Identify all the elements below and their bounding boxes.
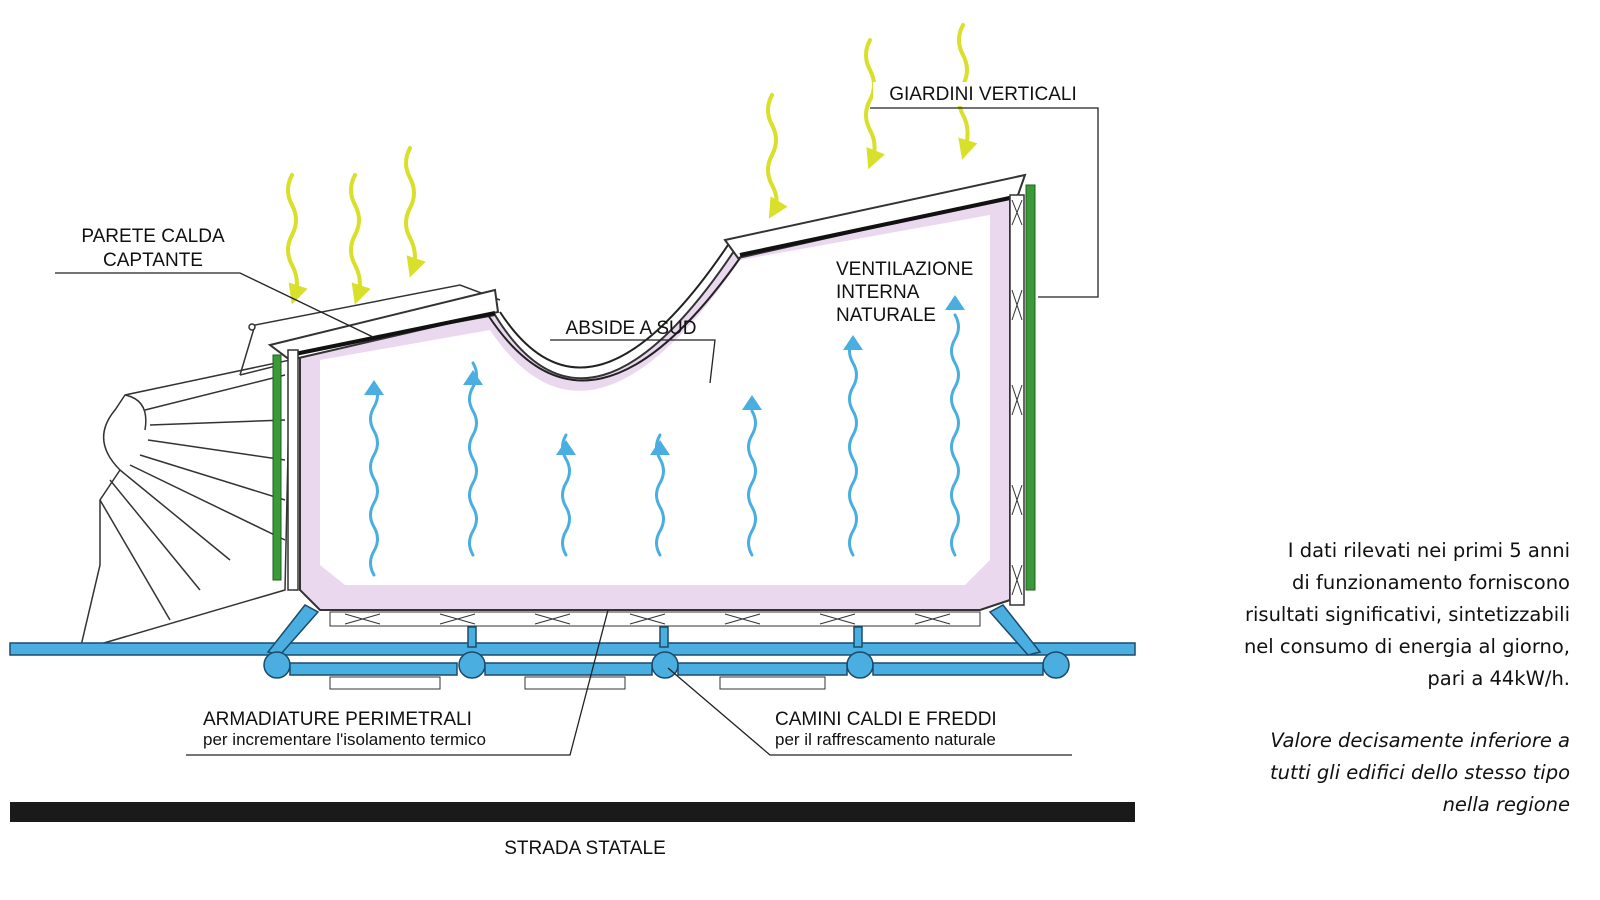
note-line: nella regione — [1442, 793, 1570, 816]
wavy-down-arrow-icon — [864, 38, 885, 170]
staircase-structure — [78, 284, 501, 652]
label-camini-title: CAMINI CALDI E FREDDI — [775, 709, 997, 730]
label-strada-statale: STRADA STATALE — [504, 838, 666, 859]
apse-outline — [499, 244, 729, 369]
label-giardini-verticali: GIARDINI VERTICALI — [889, 84, 1077, 105]
bioclimatic-building-section-diagram: PARETE CALDA CAPTANTE GIARDINI VERTICALI… — [9, 23, 1136, 859]
label-camini-subtitle: per il raffrescamento naturale — [775, 730, 996, 749]
air-arrowheads — [364, 295, 965, 455]
label-ventilazione-line2: INTERNA — [836, 282, 920, 303]
wavy-down-arrow-icon — [404, 146, 426, 278]
label-armadiature-title: ARMADIATURE PERIMETRALI — [203, 709, 472, 730]
description-line: nel consumo di energia al giorno, — [1243, 635, 1570, 658]
side-description: I dati rilevati nei primi 5 anni di funz… — [1170, 535, 1570, 821]
description-line: pari a 44kW/h. — [1427, 667, 1570, 690]
air-flows — [369, 313, 960, 577]
left-roof — [267, 288, 500, 362]
label-abside-a-sud: ABSIDE A SUD — [566, 318, 697, 339]
wavy-down-arrow-icon — [286, 173, 308, 305]
label-armadiature-subtitle: per incrementare l'isolamento termico — [203, 730, 486, 749]
wavy-up-arrow-icon — [561, 433, 571, 557]
italic-note: Valore decisamente inferiore a tutti gli… — [1170, 725, 1570, 821]
label-parete-line1: PARETE CALDA — [81, 226, 225, 247]
label-ventilazione-line1: VENTILAZIONE — [836, 259, 973, 280]
foundation-blocks — [329, 676, 826, 690]
wavy-up-arrow-icon — [655, 433, 665, 557]
wavy-up-arrow-icon — [950, 313, 960, 557]
wavy-down-arrow-icon — [766, 93, 788, 219]
description-line: risultati significativi, sintetizzabili — [1244, 603, 1570, 626]
floor-ventilation-grilles — [329, 611, 981, 627]
left-wall — [272, 349, 299, 591]
note-line: tutti gli edifici dello stesso tipo — [1269, 761, 1570, 784]
right-wall-vertical-garden — [1009, 184, 1036, 606]
state-road-bar — [10, 802, 1135, 822]
note-line: Valore decisamente inferiore a — [1270, 729, 1570, 752]
wavy-up-arrow-icon — [468, 361, 478, 557]
pipe-network — [9, 604, 1136, 679]
description-line: I dati rilevati nei primi 5 anni — [1287, 539, 1570, 562]
wavy-up-arrow-icon — [747, 409, 757, 557]
wavy-up-arrow-icon — [369, 381, 379, 577]
leader-lines — [55, 107, 1099, 756]
wavy-up-arrow-icon — [848, 337, 858, 557]
label-ventilazione-line3: NATURALE — [836, 305, 936, 326]
description-line: di funzionamento forniscono — [1292, 571, 1570, 594]
wavy-down-arrow-icon — [349, 173, 371, 305]
label-parete-line2: CAPTANTE — [103, 250, 203, 271]
